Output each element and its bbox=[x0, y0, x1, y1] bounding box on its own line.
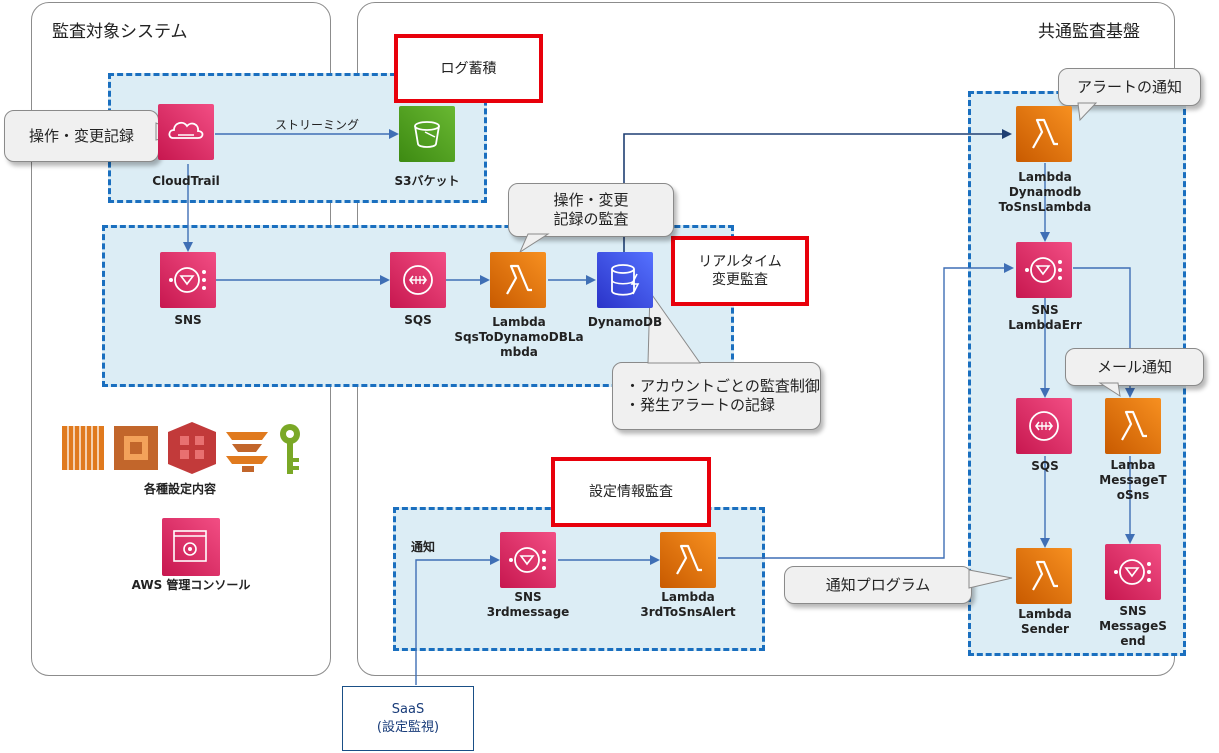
notify-program-pointer bbox=[968, 569, 1013, 589]
alert-notify-callout: アラートの通知 bbox=[1058, 68, 1201, 106]
audited-system-title: 監査対象システム bbox=[52, 22, 188, 42]
lambda-sender-label: Lambda Sender bbox=[1018, 607, 1072, 636]
account-notes-pointer bbox=[647, 290, 701, 364]
mail-notify-pointer bbox=[1098, 382, 1121, 398]
sns-lambdaerr-label: SNS LambdaErr bbox=[1008, 303, 1082, 332]
cloudformation-icon bbox=[168, 422, 216, 474]
mail-notify-callout: メール通知 bbox=[1065, 348, 1204, 386]
lambda-sqs-icon bbox=[490, 252, 546, 308]
key-icon bbox=[280, 424, 300, 474]
lambda-sender-icon bbox=[1016, 548, 1072, 604]
operation-audit-callout: 操作・変更 記録の監査 bbox=[508, 183, 674, 237]
notify-edge-label: 通知 bbox=[411, 540, 436, 554]
dynamodb-icon bbox=[597, 252, 653, 308]
account-audit-notes-callout: ・アカウントごとの監査制御 ・発生アラートの記録 bbox=[612, 362, 821, 430]
common-audit-platform-title: 共通監査基盤 bbox=[1038, 22, 1140, 42]
edge-lambda3rd-snserr bbox=[718, 263, 1014, 559]
sns-messagesend-icon bbox=[1105, 544, 1161, 600]
dynamodb-label: DynamoDB bbox=[587, 315, 663, 329]
s3-bucket-icon bbox=[399, 106, 455, 162]
alert-notify-pointer bbox=[1077, 102, 1098, 122]
sqs-right-icon bbox=[1016, 398, 1072, 454]
cloudtrail-icon bbox=[158, 104, 214, 160]
config-audit-label: 設定情報監査 bbox=[551, 457, 711, 527]
realtime-audit-label: リアルタイム 変更監査 bbox=[671, 236, 809, 306]
notify-program-callout: 通知プログラム bbox=[784, 566, 972, 604]
edge-saas-sns3rd bbox=[415, 555, 500, 685]
account-audit-notes-text: ・アカウントごとの監査制御 ・発生アラートの記録 bbox=[625, 377, 820, 414]
streaming-edge-label: ストリーミング bbox=[275, 118, 360, 132]
ec2-icon bbox=[62, 426, 104, 470]
sqs-right-label: SQS bbox=[1031, 459, 1059, 473]
lambda-message-label: Lamba MessageT oSns bbox=[1099, 458, 1167, 502]
lambda-sqs-label: Lambda SqsToDynamoDBLa mbda bbox=[454, 315, 584, 359]
cloudtrail-label: CloudTrail bbox=[152, 174, 220, 188]
sns-icon bbox=[160, 252, 216, 308]
sqs-label: SQS bbox=[404, 313, 432, 327]
sns-3rdmessage-icon bbox=[500, 532, 556, 588]
s3-bucket-label: S3バケット bbox=[394, 174, 460, 188]
operation-log-callout: 操作・変更記録 bbox=[4, 110, 159, 162]
saas-config-monitoring: SaaS (設定監視) bbox=[342, 686, 474, 751]
vpc-icon bbox=[114, 426, 158, 470]
lambda-3rd-label: Lambda 3rdToSnsAlert bbox=[640, 590, 736, 619]
lambda-dynamodb-label: Lambda Dynamodb ToSnsLambda bbox=[998, 170, 1092, 214]
management-console-icon bbox=[162, 518, 220, 576]
sns-3rdmessage-label: SNS 3rdmessage bbox=[486, 590, 570, 619]
sns-label: SNS bbox=[174, 313, 202, 327]
sqs-icon bbox=[390, 252, 446, 308]
sns-messagesend-label: SNS MessageS end bbox=[1099, 604, 1167, 648]
elastic-beanstalk-icon bbox=[226, 432, 268, 472]
config-resources-icon bbox=[62, 422, 300, 474]
operation-audit-pointer bbox=[518, 233, 550, 254]
lambda-message-icon bbox=[1105, 398, 1161, 454]
lambda-3rd-icon bbox=[660, 532, 716, 588]
config-resources-label: 各種設定内容 bbox=[143, 482, 216, 496]
operation-audit-text: 操作・変更 記録の監査 bbox=[553, 191, 629, 228]
realtime-audit-text: リアルタイム 変更監査 bbox=[698, 254, 782, 288]
sns-lambdaerr-icon bbox=[1016, 242, 1072, 298]
management-console-label: AWS 管理コンソール bbox=[131, 578, 251, 592]
lambda-dynamodb-icon bbox=[1016, 106, 1072, 162]
log-storage-label: ログ蓄積 bbox=[394, 34, 543, 103]
